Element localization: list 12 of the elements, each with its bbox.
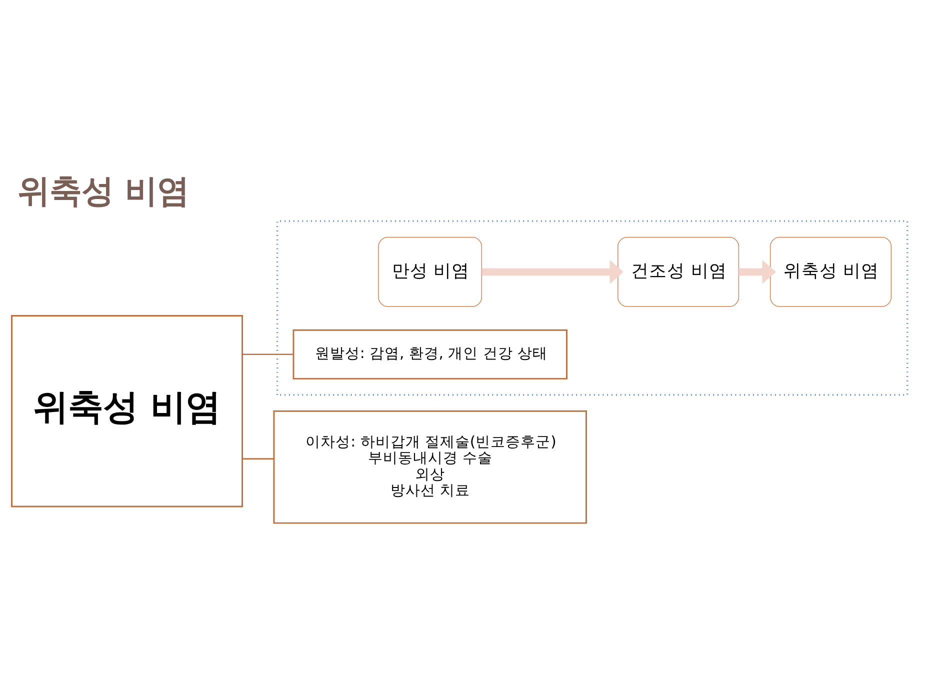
node-box: 위축성 비염 (11, 314, 244, 508)
node-box: 이차성: 하비갑개 절제술(빈코증후군) 부비동내시경 수술 외상 방사선 치료 (273, 410, 587, 524)
node-box: 건조성 비염 (618, 236, 740, 307)
arrow (482, 260, 624, 284)
node-box: 원발성: 감염, 환경, 개인 건강 상태 (292, 329, 568, 380)
cluster (276, 220, 908, 396)
connector (242, 354, 294, 356)
arrow (738, 260, 776, 284)
node-box: 만성 비염 (378, 236, 482, 307)
connector (242, 458, 274, 460)
node-box: 위축성 비염 (770, 236, 892, 307)
diagram-title: 위축성 비염 (18, 172, 189, 210)
